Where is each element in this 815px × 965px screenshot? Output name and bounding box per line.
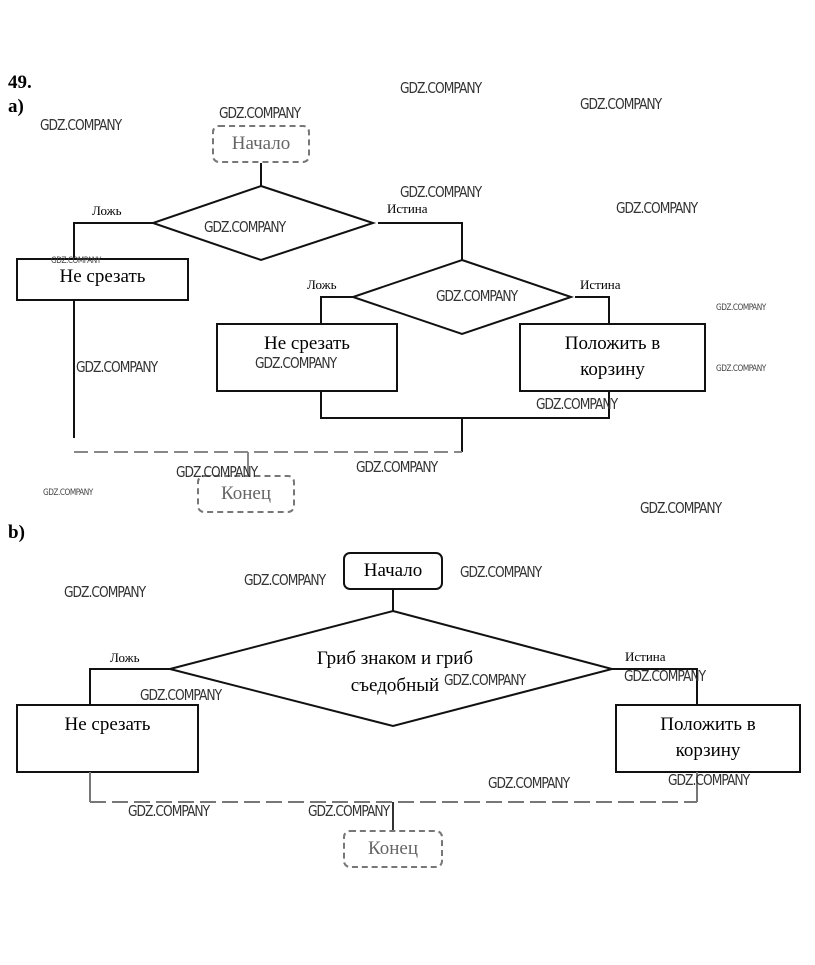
watermark: GDZ.COMPANY: [176, 463, 258, 481]
a-decision1-true-line: [378, 222, 463, 260]
a-decision2-true-line: [575, 296, 610, 324]
watermark: GDZ.COMPANY: [488, 774, 570, 792]
watermark: GDZ.COMPANY: [640, 499, 722, 517]
a-action-right-box: [519, 323, 706, 392]
watermark: GDZ.COMPANY: [460, 563, 542, 581]
b-action-right-box: [615, 704, 801, 773]
watermark: GDZ.COMPANY: [580, 95, 662, 113]
b-decision-diamond: [169, 609, 616, 728]
a-action-mid-box: [216, 323, 398, 392]
watermark: GDZ.COMPANY: [536, 395, 618, 413]
watermark: GDZ.COMPANY: [244, 571, 326, 589]
watermark: GDZ.COMPANY: [716, 303, 766, 313]
b-false-line: [89, 668, 170, 705]
watermark: GDZ.COMPANY: [436, 287, 518, 305]
b-end-terminal: Конец: [343, 830, 443, 868]
b-true-label: Истина: [625, 649, 666, 664]
watermark: GDZ.COMPANY: [400, 183, 482, 201]
a-action-right-line2: корзину: [580, 359, 645, 380]
a-decision2-diamond: [349, 258, 575, 336]
watermark: GDZ.COMPANY: [76, 358, 158, 376]
watermark: GDZ.COMPANY: [51, 256, 101, 266]
a-decision1-false-label: Ложь: [92, 203, 122, 218]
watermark: GDZ.COMPANY: [716, 364, 766, 374]
a-decision1-diamond: [149, 184, 377, 262]
watermark: GDZ.COMPANY: [400, 79, 482, 97]
a-decision2-true-label: Истина: [580, 277, 621, 292]
watermark: GDZ.COMPANY: [624, 667, 706, 685]
part-b-label: b): [8, 522, 25, 543]
watermark: GDZ.COMPANY: [64, 583, 146, 601]
part-a-label: a): [8, 96, 24, 117]
watermark: GDZ.COMPANY: [668, 771, 750, 789]
b-true-line: [612, 668, 698, 705]
b-action-right-line2: корзину: [675, 740, 741, 761]
watermark: GDZ.COMPANY: [616, 199, 698, 217]
a-start-terminal: Начало: [212, 125, 310, 163]
watermark: GDZ.COMPANY: [219, 104, 301, 122]
a-action-right-line1: Положить в: [564, 333, 661, 354]
b-start-terminal: Начало: [343, 552, 443, 590]
a-action-left-text: Не срезать: [59, 266, 146, 287]
watermark: GDZ.COMPANY: [356, 458, 438, 476]
a-decision1-false-line: [73, 222, 153, 259]
b-false-label: Ложь: [110, 650, 140, 665]
exercise-number: 49.: [8, 72, 32, 93]
b-action-right-line1: Положить в: [660, 714, 756, 735]
a-action-left-box: [16, 258, 189, 301]
watermark: GDZ.COMPANY: [444, 671, 526, 689]
a-decision2-false-line: [320, 296, 353, 324]
watermark: GDZ.COMPANY: [140, 686, 222, 704]
b-action-left-box: [16, 704, 199, 773]
b-decision-line1: Гриб знаком и гриб: [316, 648, 474, 669]
watermark: GDZ.COMPANY: [128, 802, 210, 820]
b-action-left-text: Не срезать: [64, 714, 151, 735]
watermark: GDZ.COMPANY: [204, 218, 286, 236]
watermark: GDZ.COMPANY: [255, 354, 337, 372]
a-action-mid-text: Не срезать: [264, 333, 350, 354]
watermark: GDZ.COMPANY: [43, 488, 93, 498]
watermark: GDZ.COMPANY: [40, 116, 122, 134]
a-decision2-false-label: Ложь: [307, 277, 337, 292]
a-decision1-true-label: Истина: [387, 201, 428, 216]
b-decision-line2: съедобный: [350, 675, 440, 696]
watermark: GDZ.COMPANY: [308, 802, 390, 820]
a-end-terminal: Конец: [197, 475, 295, 513]
a-merge-inner: [320, 391, 610, 419]
